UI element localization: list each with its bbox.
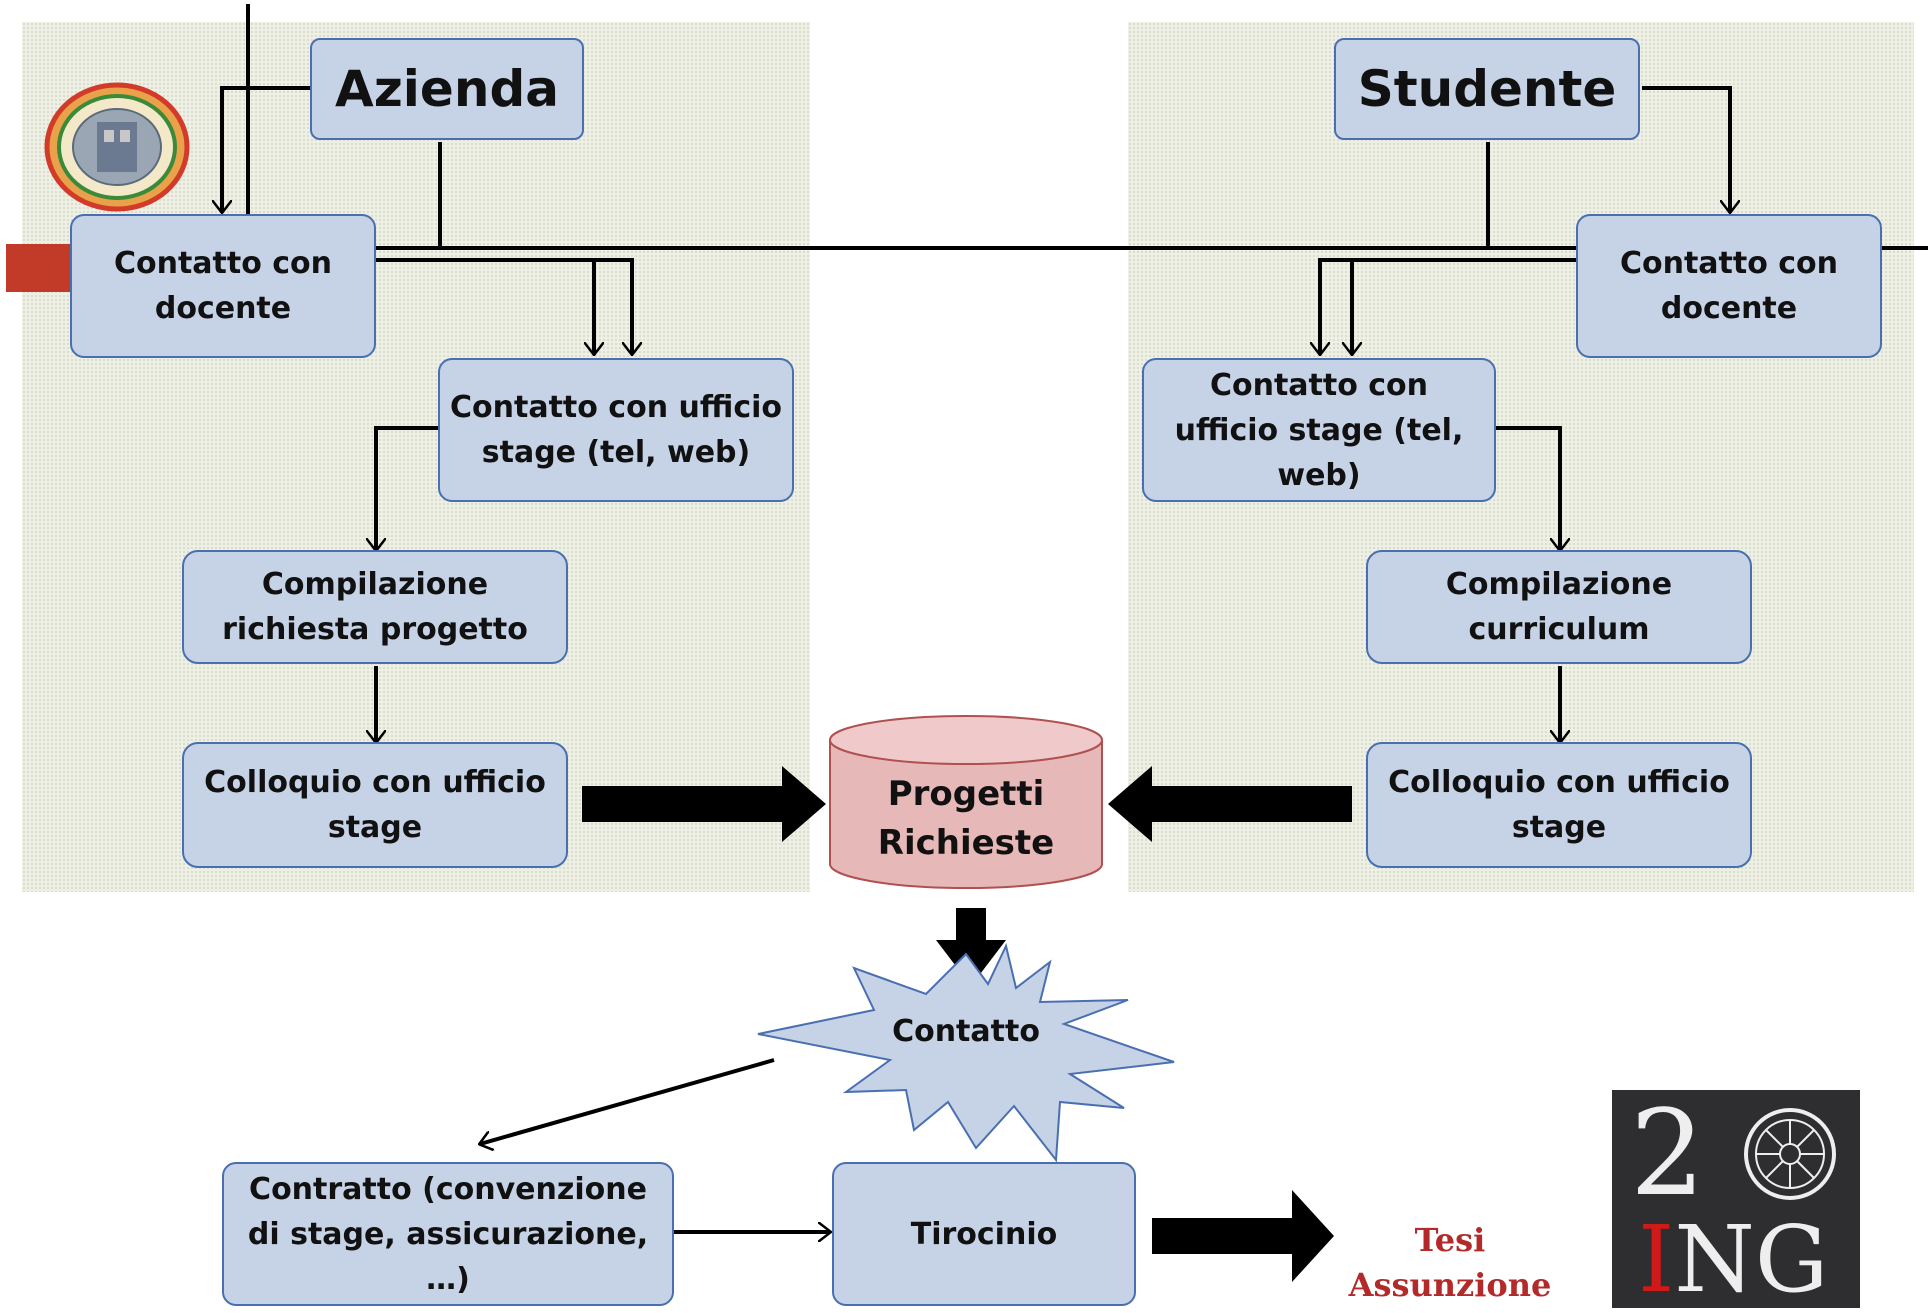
database-label-line1: Progetti <box>887 774 1045 814</box>
contract-box: Contratto (convenzione di stage, assicur… <box>222 1162 674 1306</box>
azienda-project-request-box: Compilazione richiesta progetto <box>182 550 568 664</box>
outcome-hiring: Assunzione <box>1348 1265 1552 1304</box>
azienda-title: Azienda <box>310 38 584 140</box>
studente-interview-box: Colloquio con ufficio stage <box>1366 742 1752 868</box>
red-accent-mark <box>6 244 72 292</box>
database-label-line2: Richieste <box>877 823 1055 864</box>
azienda-contact-office-box: Contatto con ufficio stage (tel, web) <box>438 358 794 502</box>
logo-number-text: 2 <box>1630 1084 1705 1222</box>
studente-contact-teacher-box: Contatto con docente <box>1576 214 1882 358</box>
rose-window-icon <box>1744 1108 1836 1200</box>
logo-ing: ING <box>1638 1206 1829 1313</box>
studente-contact-office-box: Contatto con ufficio stage (tel, web) <box>1142 358 1496 502</box>
outcomes-label: Tesi Assunzione <box>1330 1218 1570 1308</box>
studente-title: Studente <box>1334 38 1640 140</box>
azienda-interview-box: Colloquio con ufficio stage <box>182 742 568 868</box>
logo-number: 2 <box>1630 1084 1705 1222</box>
contact-starburst-icon <box>757 943 1175 1163</box>
database-cylinder-icon <box>829 715 1103 889</box>
projects-requests-database: Progetti Richieste <box>830 770 1102 869</box>
ing-20-logo: 2 ING <box>1612 1084 1860 1313</box>
azienda-contact-teacher-box: Contatto con docente <box>70 214 376 358</box>
university-seal-icon <box>44 82 190 212</box>
internship-box: Tirocinio <box>832 1162 1136 1306</box>
outcome-thesis: Tesi <box>1414 1221 1486 1259</box>
studente-curriculum-box: Compilazione curriculum <box>1366 550 1752 664</box>
contact-star-label: Contatto <box>892 1014 1040 1049</box>
